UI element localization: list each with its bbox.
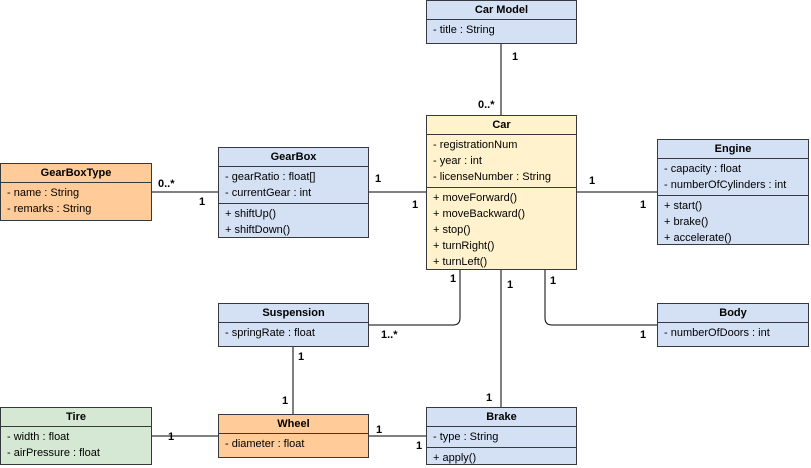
class-wheel[interactable]: Wheel - diameter : float <box>218 414 369 458</box>
multiplicity-label: 1 <box>640 329 647 341</box>
class-title: Body <box>658 304 808 323</box>
attribute: - numberOfCylinders : int <box>664 179 787 191</box>
multiplicity-label: 1..* <box>381 329 398 341</box>
multiplicity-label: 1 <box>507 279 514 291</box>
method: + turnLeft() <box>433 256 488 268</box>
attribute: - airPressure : float <box>7 447 100 459</box>
multiplicity-label: 0..* <box>158 178 175 190</box>
method: + brake() <box>664 216 709 228</box>
car-suspension-line <box>368 269 461 326</box>
method: + apply() <box>433 452 477 464</box>
method: + stop() <box>433 224 471 236</box>
car-body-line <box>544 269 658 326</box>
multiplicity-label: 1 <box>298 351 305 363</box>
attribute: - name : String <box>7 187 80 199</box>
attribute: - springRate : float <box>225 327 315 339</box>
class-engine[interactable]: Engine - capacity : float - numberOfCyli… <box>657 139 809 245</box>
class-title: Tire <box>1 408 151 427</box>
multiplicity-label: 1 <box>282 395 289 407</box>
attribute: - diameter : float <box>225 438 305 450</box>
attribute: - type : String <box>433 431 499 443</box>
multiplicity-label: 1 <box>375 173 382 185</box>
attribute: - title : String <box>433 24 495 36</box>
multiplicity-label: 1 <box>416 440 423 452</box>
class-car[interactable]: Car - registrationNum - year : int - lic… <box>426 115 577 270</box>
attribute: - currentGear : int <box>225 187 312 199</box>
multiplicity-label: 1 <box>640 199 647 211</box>
method: + accelerate() <box>664 232 732 244</box>
attribute: - capacity : float <box>664 163 742 175</box>
attribute: - gearRatio : float[] <box>225 171 316 183</box>
class-title: Suspension <box>219 304 368 323</box>
attribute: - numberOfDoors : int <box>664 327 770 339</box>
multiplicity-label: 1 <box>168 431 175 443</box>
class-gearbox-type[interactable]: GearBoxType - name : String - remarks : … <box>0 163 152 221</box>
multiplicity-label: 1 <box>550 275 557 287</box>
method: + shiftDown() <box>225 224 291 236</box>
multiplicity-label: 1 <box>199 196 206 208</box>
method: + moveBackward() <box>433 208 526 220</box>
multiplicity-label: 1 <box>450 273 457 285</box>
multiplicity-label: 1 <box>486 392 493 404</box>
class-title: GearBox <box>219 148 368 167</box>
class-title: Brake <box>427 408 576 427</box>
attribute: - remarks : String <box>7 203 92 215</box>
class-title: Engine <box>658 140 808 159</box>
method: + turnRight() <box>433 240 495 252</box>
class-title: Car Model <box>427 1 576 20</box>
class-car-model[interactable]: Car Model - title : String <box>426 0 577 44</box>
class-title: Car <box>427 116 576 135</box>
method: + shiftUp() <box>225 208 277 220</box>
class-gearbox[interactable]: GearBox - gearRatio : float[] - currentG… <box>218 147 369 238</box>
multiplicity-label: 1 <box>376 424 383 436</box>
method: + moveForward() <box>433 192 518 204</box>
attribute: - year : int <box>433 155 482 167</box>
method: + start() <box>664 200 703 212</box>
multiplicity-label: 1 <box>412 199 419 211</box>
multiplicity-label: 0..* <box>478 99 495 111</box>
class-suspension[interactable]: Suspension - springRate : float <box>218 303 369 347</box>
class-title: GearBoxType <box>1 164 151 183</box>
class-brake[interactable]: Brake - type : String + apply() <box>426 407 577 465</box>
class-title: Wheel <box>219 415 368 434</box>
multiplicity-label: 1 <box>589 175 596 187</box>
class-body[interactable]: Body - numberOfDoors : int <box>657 303 809 347</box>
multiplicity-label: 1 <box>512 51 519 63</box>
attribute: - licenseNumber : String <box>433 171 551 183</box>
attribute: - registrationNum <box>433 139 518 151</box>
class-tire[interactable]: Tire - width : float - airPressure : flo… <box>0 407 152 465</box>
attribute: - width : float <box>7 431 70 443</box>
